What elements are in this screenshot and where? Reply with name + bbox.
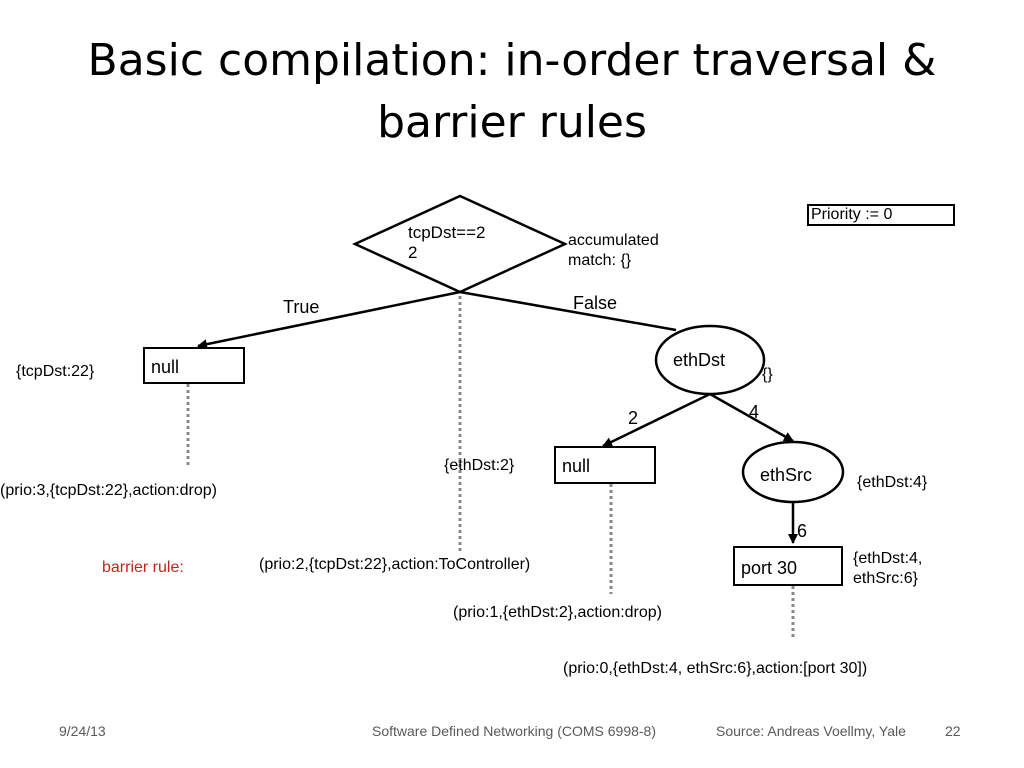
footer-source: Source: Andreas Voellmy, Yale (716, 723, 906, 739)
accumulated-line-2: match: {} (568, 252, 632, 269)
root-test-line-1: tcpDst==2 (408, 223, 486, 242)
footer-course: Software Defined Networking (COMS 6998-8… (372, 723, 657, 739)
edge-eth-2-label: 2 (628, 408, 639, 428)
match-ethdst4: {ethDst:4} (857, 474, 928, 491)
edge-src-6-label: 6 (797, 521, 808, 541)
ethsrc-label: ethSrc (760, 465, 813, 485)
match-ethdst4-ethsrc6-line-2: ethSrc:6} (853, 570, 918, 587)
rule-drop-tcp: (prio:3,{tcpDst:22},action:drop) (0, 482, 218, 499)
priority-box: Priority := 0 (807, 204, 955, 226)
edge-true-label: True (283, 297, 320, 317)
rule-port: (prio:0,{ethDst:4, ethSrc:6},action:[por… (563, 660, 868, 677)
barrier-rule-label: barrier rule: (102, 559, 184, 576)
title-line-2: barrier rules (377, 97, 647, 148)
null-left-box: null (143, 347, 245, 384)
slide-title: Basic compilation: in-order traversal & … (0, 30, 1024, 154)
rule-controller: (prio:2,{tcpDst:22},action:ToController) (259, 556, 531, 573)
edge-false (459, 290, 677, 332)
accumulated-line-1: accumulated (568, 232, 659, 249)
match-ethdst4-ethsrc6: {ethDst:4, ethSrc:6} (853, 549, 922, 589)
null-mid-box: null (554, 446, 656, 484)
footer-page-number: 22 (945, 723, 961, 739)
match-ethdst2: {ethDst:2} (444, 457, 515, 474)
rule-drop-eth: (prio:1,{ethDst:2},action:drop) (453, 604, 663, 621)
edge-false-label: False (573, 293, 618, 313)
edge-eth-4-label: 4 (749, 402, 760, 422)
ethdst-node (654, 324, 766, 396)
edge-true (197, 290, 461, 350)
match-ethdst4-ethsrc6-line-1: {ethDst:4, (853, 550, 923, 567)
root-test-label: tcpDst==2 2 (408, 223, 486, 263)
match-empty: {} (762, 366, 773, 383)
title-line-1: Basic compilation: in-order traversal & (87, 35, 937, 86)
port-box: port 30 (733, 546, 843, 586)
match-tcpdst22: {tcpDst:22} (16, 363, 95, 380)
ethsrc-node (741, 440, 845, 504)
accumulated-match-label: accumulated match: {} (568, 231, 659, 271)
root-test-line-2: 2 (408, 243, 418, 262)
footer-date: 9/24/13 (59, 723, 106, 739)
edge-eth-4 (709, 392, 794, 443)
edge-eth-2 (602, 392, 711, 448)
ethdst-label: ethDst (673, 350, 726, 370)
